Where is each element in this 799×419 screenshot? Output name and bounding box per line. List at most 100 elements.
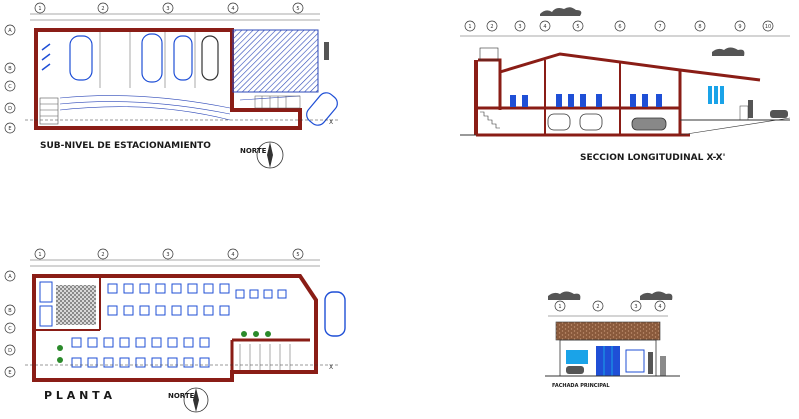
- plan-table: [203, 283, 214, 294]
- svg-text:C: C: [8, 326, 12, 332]
- parking-stair: [39, 97, 59, 125]
- grid-col-marker: 5: [292, 248, 304, 260]
- section-columns: [544, 60, 621, 135]
- svg-text:5: 5: [576, 24, 579, 30]
- plan-outside-car: [324, 291, 346, 337]
- parking-grid: [30, 13, 320, 21]
- plan-table: [139, 283, 150, 294]
- grid-col-marker: 3: [514, 20, 526, 32]
- plan-walls: [32, 274, 318, 382]
- svg-text:6: 6: [618, 24, 621, 30]
- plan-table: [171, 305, 182, 316]
- svg-text:1: 1: [468, 24, 471, 30]
- grid-col-marker: 5: [572, 20, 584, 32]
- facade-title: FACHADA PRINCIPAL: [552, 383, 610, 389]
- grid-row-marker: C: [4, 322, 16, 334]
- plan-table: [103, 357, 114, 368]
- plan-table: [139, 305, 150, 316]
- parking-ledge-ticks: [261, 96, 287, 108]
- svg-text:C: C: [8, 84, 12, 90]
- grid-row-marker: D: [4, 344, 16, 356]
- grid-row-marker: E: [4, 122, 16, 134]
- north-label-parking: NORTE: [240, 147, 267, 155]
- plan-table: [87, 337, 98, 348]
- main-facade: 1 2 3 4 FACHADA PRINCIPAL: [545, 291, 680, 389]
- grid-col-marker: 3: [162, 2, 174, 14]
- grid-col-marker: 9: [734, 20, 746, 32]
- plan-table: [187, 283, 198, 294]
- svg-text:2: 2: [490, 24, 493, 30]
- svg-text:3: 3: [634, 304, 637, 310]
- parking-walls: [34, 28, 302, 130]
- plan-table: [183, 357, 194, 368]
- parking-section-marker: X: [329, 119, 333, 126]
- grid-col-marker: 5: [292, 2, 304, 14]
- grid-col-marker: 1: [34, 2, 46, 14]
- grid-col-marker: 3: [630, 300, 642, 312]
- plan-table: [171, 283, 182, 294]
- section-basement-cars: [547, 113, 667, 131]
- grid-col-marker: 6: [614, 20, 626, 32]
- plan-table: [107, 305, 118, 316]
- cloud: [640, 291, 673, 300]
- parking-row-markers: A B C D E: [4, 24, 16, 134]
- svg-text:A: A: [8, 28, 12, 34]
- svg-text:8: 8: [698, 24, 701, 30]
- plan-table: [71, 357, 82, 368]
- plan-table: [119, 337, 130, 348]
- facade-column-markers: 1 2 3 4: [554, 300, 666, 312]
- cloud: [548, 291, 581, 300]
- cloud: [540, 7, 582, 16]
- grid-col-marker: 2: [97, 2, 109, 14]
- plan-tables: [71, 283, 287, 368]
- plan-table: [151, 357, 162, 368]
- grid-col-marker: 4: [539, 20, 551, 32]
- svg-text:5: 5: [296, 6, 299, 12]
- grid-col-marker: 1: [464, 20, 476, 32]
- north-arrow-plan: NORTE: [168, 387, 209, 413]
- svg-text:9: 9: [738, 24, 741, 30]
- plan-table: [87, 357, 98, 368]
- plan-kitchen-floor: [56, 285, 96, 325]
- grid-col-marker: 1: [34, 248, 46, 260]
- plan-table: [103, 337, 114, 348]
- svg-text:2: 2: [101, 6, 104, 12]
- grid-row-marker: B: [4, 304, 16, 316]
- grid-col-marker: 2: [592, 300, 604, 312]
- facade-car: [566, 366, 584, 374]
- svg-text:1: 1: [38, 6, 41, 12]
- parked-cars: [69, 33, 219, 83]
- plan-table: [71, 337, 82, 348]
- plan-table: [135, 357, 146, 368]
- parking-stalls: [99, 32, 196, 88]
- plan-table: [155, 283, 166, 294]
- person-figure: [748, 100, 753, 118]
- svg-text:3: 3: [166, 252, 169, 258]
- facade-window: [566, 350, 588, 364]
- plan-table: [219, 305, 230, 316]
- svg-text:B: B: [8, 308, 12, 314]
- svg-text:B: B: [8, 66, 12, 72]
- section-furniture: [510, 94, 662, 107]
- section-glass-panels: [708, 86, 724, 104]
- svg-text:2: 2: [101, 252, 104, 258]
- parking-title: SUB-NIVEL DE ESTACIONAMIENTO: [40, 141, 211, 151]
- parking-slope-arrows: [41, 43, 51, 71]
- plan-table: [151, 337, 162, 348]
- svg-text:3: 3: [166, 6, 169, 12]
- plan-table: [123, 283, 134, 294]
- section-stair: [480, 111, 500, 129]
- grid-row-marker: A: [4, 270, 16, 282]
- svg-text:D: D: [8, 106, 12, 112]
- parking-side-marker: [324, 42, 329, 60]
- facade-tree: [660, 356, 666, 376]
- grid-col-marker: 4: [654, 300, 666, 312]
- grid-col-marker: 1: [554, 300, 566, 312]
